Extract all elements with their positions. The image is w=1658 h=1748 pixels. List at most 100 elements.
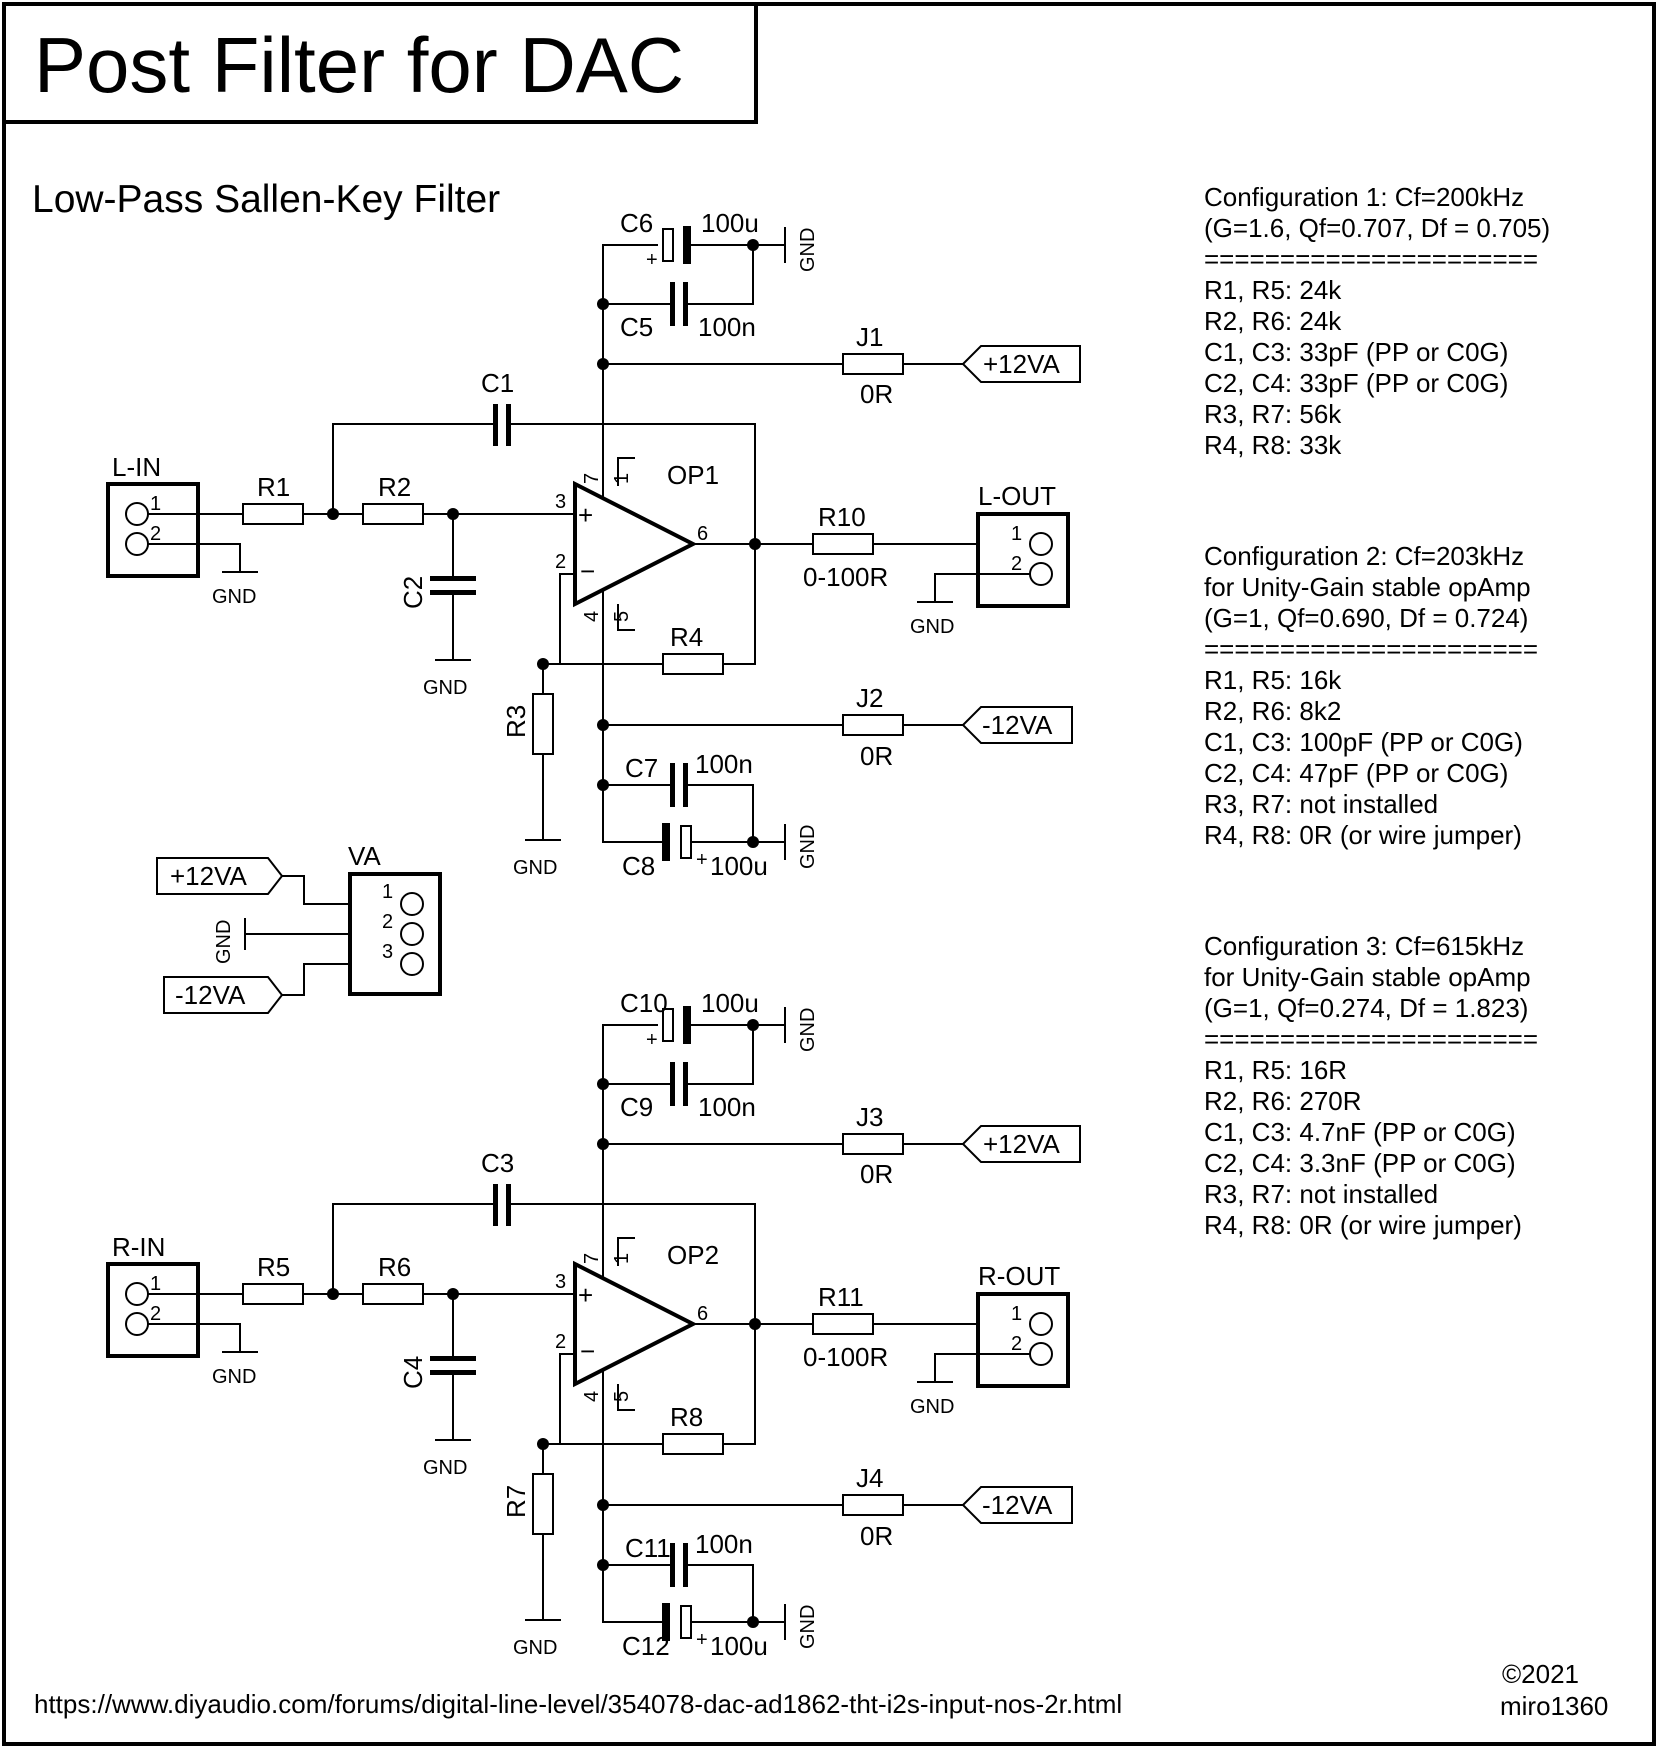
config-line: C2, C4: 33pF (PP or C0G) [1204,368,1508,398]
bot-decoup-gnd-label: GND [797,1605,819,1649]
output-pin-1 [1029,1312,1053,1336]
config-line: ====================== [1204,634,1538,664]
cap-gnd-plate-a [430,1356,476,1361]
config-line: R4, R8: 0R (or wire jumper) [1204,820,1522,850]
wire-minus-in [559,1353,573,1444]
jumper-pos-label: J3 [856,1102,883,1132]
cap-bot-elec-label: C12 [622,1631,670,1661]
input-pin-2 [125,1312,149,1336]
resistor-out-value: 0-100R [803,1342,888,1372]
page-title: Post Filter for DAC [34,21,684,109]
resistor-gain-label: R3 [501,705,531,738]
config-line: Configuration 1: Cf=200kHz [1204,182,1524,212]
cap-top-elec-value: 100u [701,988,759,1018]
resistor-in2 [362,503,424,525]
input-pin-1 [125,1282,149,1306]
opamp-pin-1: 1 [611,1253,633,1264]
resistor-gain-gnd-label: GND [513,1637,557,1659]
opamp-label: OP1 [667,460,719,490]
config-line: R2, R6: 270R [1204,1086,1362,1116]
resistor-fb [662,653,724,675]
config-line: ====================== [1204,1024,1538,1054]
resistor-in1 [242,1283,304,1305]
cap-fb-label: C3 [481,1148,514,1178]
output-gnd-wire [934,573,1030,602]
input-pin-2-num: 2 [150,1303,161,1325]
output-pin-1-num: 1 [1011,1303,1022,1325]
wire-bot-decoup-elec [602,1565,662,1623]
resistor-out-label: R11 [818,1282,864,1312]
cap-bot-cer-plate-a [670,763,675,807]
resistor-in2 [362,1283,424,1305]
cap-top-cer-value: 100n [698,1092,756,1122]
output-pin-2 [1029,1342,1053,1366]
opamp-pin-7: 7 [581,473,603,484]
cap-bot-elec-value: 100u [710,851,768,881]
copyright-year: ©2021 [1502,1659,1579,1689]
vminus-flag [961,706,1073,744]
resistor-gain-label: R7 [501,1485,531,1518]
opamp-pin1-stub [617,1237,635,1266]
resistor-out-value: 0-100R [803,562,888,592]
config-line: R1, R5: 16k [1204,665,1342,695]
cap-top-elec-plus-sign: + [646,249,658,271]
output-connector-label: L-OUT [978,481,1056,511]
resistor-gain-gnd-label: GND [513,857,557,879]
page-subtitle: Low-Pass Sallen-Key Filter [32,178,500,221]
cap-bot-elec-plus-sign: + [696,1629,708,1651]
config-1-notes: Configuration 1: Cf=200kHz (G=1.6, Qf=0.… [1204,182,1550,460]
cap-top-cer-label: C5 [620,312,653,342]
output-gnd-wire [934,1353,1030,1382]
opamp-pin-2: 2 [555,1331,566,1353]
cap-gnd-plate-a [430,576,476,581]
supply-pin-2 [400,922,424,946]
wire-fb-cap-left [332,1203,493,1294]
opamp-triangle [573,480,698,608]
config-line: R1, R5: 24k [1204,275,1342,305]
cap-top-elec-minus-plate [683,1006,691,1044]
wire-bot-decoup-cer-r [688,784,754,842]
resistor-out [812,533,874,555]
opamp-pin-5: 5 [611,611,633,622]
opamp-triangle [573,1260,698,1388]
config-3-notes: Configuration 3: Cf=615kHz for Unity-Gai… [1204,931,1538,1240]
supply-connector-box [348,872,442,996]
cap-fb-plate-b [506,1184,511,1226]
output-pin-2-num: 2 [1011,553,1022,575]
supply-gnd-label: GND [213,920,235,964]
cap-gnd-plate-b [430,1370,476,1375]
input-pin-2-num: 2 [150,523,161,545]
cap-top-elec-plus-plate [662,1008,674,1042]
cap-fb-label: C1 [481,368,514,398]
vplus-flag [961,1125,1081,1163]
input-gnd-wire [148,543,241,572]
output-pin-1 [1029,532,1053,556]
author: miro1360 [1500,1691,1608,1721]
resistor-gain [532,693,554,755]
opamp-pin-1: 1 [611,473,633,484]
cap-top-elec-plus-plate [662,228,674,262]
wire-fb-cap-right [511,423,756,544]
source-url: https://www.diyaudio.com/forums/digital-… [34,1689,1122,1719]
jumper-neg-value: 0R [860,1521,893,1551]
supply-neg-label: -12VA [175,980,246,1010]
supply-pos-flag [156,857,284,895]
wire-fb-cap-left [332,423,493,514]
config-2-notes: Configuration 2: Cf=203kHz for Unity-Gai… [1204,541,1538,850]
cap-top-cer-plate-a [670,282,675,326]
cap-bot-cer-label: C7 [625,753,658,783]
wire-fb-res-right [723,1324,756,1445]
cap-top-elec-value: 100u [701,208,759,238]
cap-bot-cer-value: 100n [695,749,753,779]
resistor-fb-label: R8 [670,1402,703,1432]
supply-pin-1 [400,892,424,916]
resistor-out [812,1313,874,1335]
cap-gnd-label: C4 [398,1356,428,1389]
opamp-label: OP2 [667,1240,719,1270]
config-line: (G=1.6, Qf=0.707, Df = 0.705) [1204,213,1550,243]
jumper-pos [842,1133,904,1155]
config-line: R3, R7: 56k [1204,399,1342,429]
opamp-pin-4: 4 [581,1391,603,1402]
supply-connector: +12VA -12VA GND VA 1 2 3 [156,841,442,1014]
